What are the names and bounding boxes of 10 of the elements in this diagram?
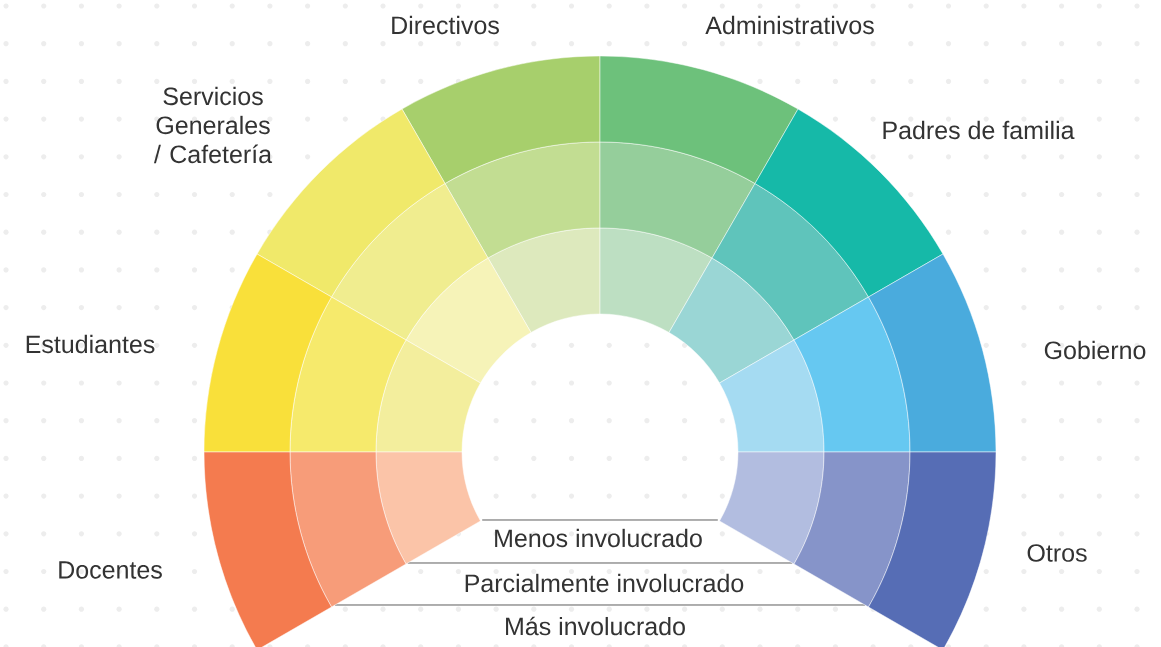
- sector-label: Estudiantes: [26, 334, 155, 354]
- sector-label: Otros: [1027, 544, 1087, 562]
- ring-label: Más involucrado: [506, 616, 685, 636]
- sector-label: Servicios Generales / Cafetería: [153, 86, 273, 164]
- sector-label: Docentes: [59, 561, 162, 579]
- ring-label: Parcialmente involucrado: [465, 573, 744, 593]
- sector-label: Directivos: [392, 15, 499, 35]
- sector-label: Gobierno: [1044, 340, 1146, 360]
- ring-label: Menos involucrado: [495, 528, 702, 548]
- sector-label: Administrativos: [705, 15, 874, 35]
